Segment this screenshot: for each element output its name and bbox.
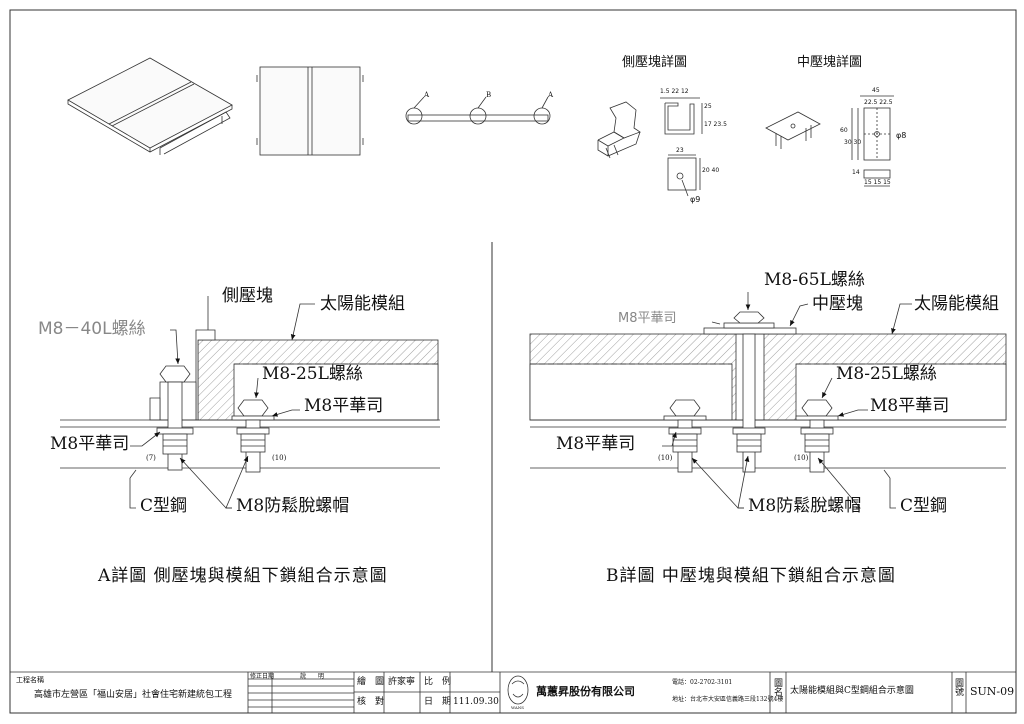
side-block-detail-title: 側壓塊詳圖: [622, 55, 688, 70]
left-label-bolt40: M8－40L螺絲: [38, 319, 146, 339]
left-label-washer-left: M8平華司: [50, 434, 130, 454]
left-bolt-40: [156, 365, 194, 471]
right-label-bolt65: M8-65L螺絲: [764, 270, 865, 290]
right-leaders: [662, 292, 912, 509]
side-block-iso: [597, 101, 641, 159]
left-caption: A詳圖 側壓塊與模組下鎖組合示意圖: [98, 566, 388, 586]
left-leaders: [129, 296, 315, 509]
left-label-module: 太陽能模組: [320, 294, 405, 314]
right-label-mid-block: 中壓塊: [812, 294, 863, 314]
sheet-border: [9, 9, 1017, 714]
mid-dim-width: 45: [872, 87, 880, 94]
side-dim-w: 23: [676, 147, 684, 154]
thumb-label-a2: A: [548, 91, 554, 99]
left-dim-2: (10): [272, 454, 287, 462]
right-module: [529, 333, 1007, 421]
mid-block-iso: [765, 111, 821, 149]
mid-dim-h: 60: [840, 127, 848, 134]
right-label-washer-left: M8平華司: [556, 434, 636, 454]
left-bolt-25: [231, 399, 275, 473]
tb-date-label: 日 期: [424, 697, 452, 707]
mid-dim-bottom: 15 15 15: [864, 179, 891, 186]
tb-dwg-title: 太陽能模組與C型鋼組合示意圖: [790, 686, 914, 696]
right-label-bolt25: M8-25L螺絲: [836, 364, 937, 384]
left-label-bolt25: M8-25L螺絲: [262, 364, 363, 384]
panel-section-thumbnail: [405, 96, 551, 125]
panel-iso-thumbnail: [67, 57, 233, 155]
tb-phone: 電話：02-2702-3101: [672, 679, 733, 686]
side-block-plan: [667, 154, 701, 197]
thumb-label-b: B: [486, 91, 492, 99]
right-label-module: 太陽能模組: [914, 294, 999, 314]
mid-dim-hole: φ8: [896, 131, 907, 140]
right-bolt-25-left: [663, 399, 707, 473]
tb-drawn-label: 繪 圖: [357, 677, 385, 687]
right-label-c-steel: C型鋼: [900, 496, 948, 516]
right-label-nut: M8防鬆脫螺帽: [748, 496, 862, 516]
right-dim-2: (10): [794, 454, 809, 462]
company-logo: [507, 675, 529, 705]
mid-dim-t: 14: [852, 169, 860, 176]
side-dim-top: 1.5 22 12: [660, 88, 689, 95]
side-dim-h1: 25: [704, 103, 712, 110]
tb-company: 萬蕙昇股份有限公司: [536, 685, 635, 698]
thumb-label-a: A: [424, 91, 430, 99]
right-dim-1: (10): [658, 454, 673, 462]
tb-address: 地址：台北市大安區信義路三段132號4樓: [672, 696, 784, 703]
tb-logo-text: WANS: [511, 705, 525, 710]
tb-scale-label: 比 例: [424, 677, 452, 687]
right-c-steel: [530, 419, 1006, 469]
left-label-side-block: 側壓塊: [222, 286, 273, 306]
panel-front-thumbnail: [256, 66, 364, 156]
tb-dwg-no: SUN-09: [970, 685, 1015, 698]
tb-drawn: 許家寧: [388, 677, 416, 687]
left-module: [197, 339, 439, 421]
left-label-nut: M8防鬆脫螺帽: [236, 496, 350, 516]
side-dim-hole: φ9: [690, 195, 701, 204]
mid-dim-top: 22.5 22.5: [864, 99, 893, 106]
mid-dim-h2: 30 30: [844, 139, 862, 146]
tb-desc-header: 說 明: [300, 673, 325, 680]
right-caption: B詳圖 中壓塊與模組下鎖組合示意圖: [606, 566, 896, 586]
left-dim-1: (7): [146, 454, 156, 462]
left-label-washer-right: M8平華司: [304, 396, 384, 416]
side-dim-h2: 17 23.5: [704, 121, 727, 128]
tb-rev-header: 修正日期: [250, 673, 275, 680]
left-label-c-steel: C型鋼: [140, 496, 188, 516]
mid-block-plan: [851, 95, 894, 187]
tb-date: 111.09.30: [453, 697, 499, 707]
title-block-grid: [10, 671, 1016, 713]
tb-project-label: 工程名稱: [16, 676, 44, 684]
right-bolt-65: [703, 311, 797, 473]
side-dim-h3: 20 40: [702, 167, 720, 174]
tb-project: 高雄市左營區「福山安居」社會住宅新建統包工程: [34, 690, 233, 700]
right-label-washer-right: M8平華司: [870, 396, 950, 416]
tb-dwg-no-label: 圖號: [955, 679, 965, 698]
right-label-washer-top: M8平華司: [618, 311, 677, 326]
mid-block-detail-title: 中壓塊詳圖: [797, 55, 863, 70]
tb-checked-label: 核 對: [357, 697, 385, 707]
side-block-section: [660, 97, 703, 135]
tb-dwg-title-label: 圖名: [774, 679, 784, 698]
